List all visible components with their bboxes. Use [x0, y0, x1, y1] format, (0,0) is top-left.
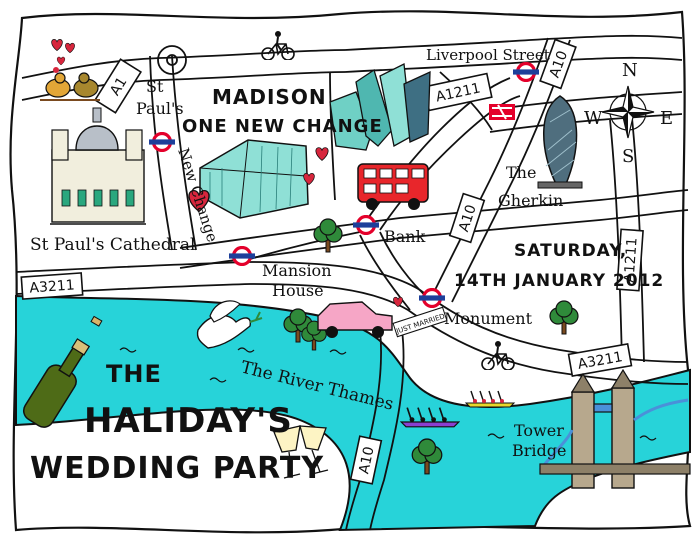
road-sign-a1211-right: A1211 [616, 228, 644, 292]
label-tower-bridge-b: Bridge [512, 441, 566, 460]
national-rail-icon [489, 104, 515, 120]
label-gherkin-a: The [506, 163, 536, 182]
label-tower-bridge-a: Tower [514, 421, 564, 440]
label-bank: Bank [384, 227, 426, 246]
venue-name-line2: ONE NEW CHANGE [182, 116, 383, 137]
red-bus-illustration [357, 163, 429, 210]
city-towers-illustration [329, 63, 431, 151]
cork-icon [90, 315, 103, 327]
one-new-change-illustration [188, 139, 329, 219]
label-mansion-house-a: Mansion [262, 261, 332, 280]
compass-s-label: S [622, 146, 634, 167]
couple-title-line1: THE [106, 360, 162, 388]
champagne-glasses-illustration [273, 425, 329, 479]
couple-title-line3: WEDDING PARTY [30, 451, 324, 486]
love-birds [40, 39, 100, 101]
road-sign-a10-bottom: A10 [349, 435, 383, 485]
road-sign-a10-mid: A10 [448, 192, 486, 244]
compass-rose [601, 85, 655, 139]
event-date-line1: SATURDAY, [514, 241, 627, 261]
road-sign-a1: A1 [94, 58, 142, 114]
couple-title-line2: HALIDAY'S [84, 401, 293, 441]
label-st-pauls-cathedral: St Paul's Cathedral [30, 235, 195, 255]
compass-e-label: E [660, 108, 673, 129]
label-mansion-house-b: House [272, 281, 324, 300]
gherkin-illustration [537, 95, 583, 189]
label-st-pauls-b: Paul's [136, 99, 184, 118]
label-liverpool-street: Liverpool Street [426, 46, 550, 64]
label-st-pauls-a: St [146, 77, 164, 96]
rowing-boat-icon [464, 390, 516, 408]
svg-text:A3211: A3211 [577, 349, 624, 373]
dove-illustration [196, 300, 263, 349]
st-pauls-cathedral-illustration [50, 107, 146, 225]
road-sign-a3211-right: A3211 [567, 343, 633, 377]
road-sign-a3211-left: A3211 [20, 272, 84, 300]
svg-text:A10: A10 [356, 445, 377, 475]
svg-text:A1211: A1211 [621, 237, 640, 283]
label-gherkin-b: Gherkin [498, 191, 563, 210]
venue-name-line1: MADISON [212, 85, 327, 109]
svg-text:A3211: A3211 [29, 277, 75, 296]
road-sign-a10-top: A10 [539, 38, 577, 90]
event-date-line2: 14TH JANUARY 2012 [454, 271, 664, 291]
compass-w-label: W [584, 108, 603, 129]
compass-n-label: N [622, 60, 638, 81]
label-monument: Monument [444, 309, 533, 328]
tower-bridge-illustration [538, 368, 691, 489]
road-sign-a1211: A1211 [423, 72, 493, 112]
water-ripples [119, 347, 657, 441]
champagne-bottle-illustration [22, 338, 91, 428]
